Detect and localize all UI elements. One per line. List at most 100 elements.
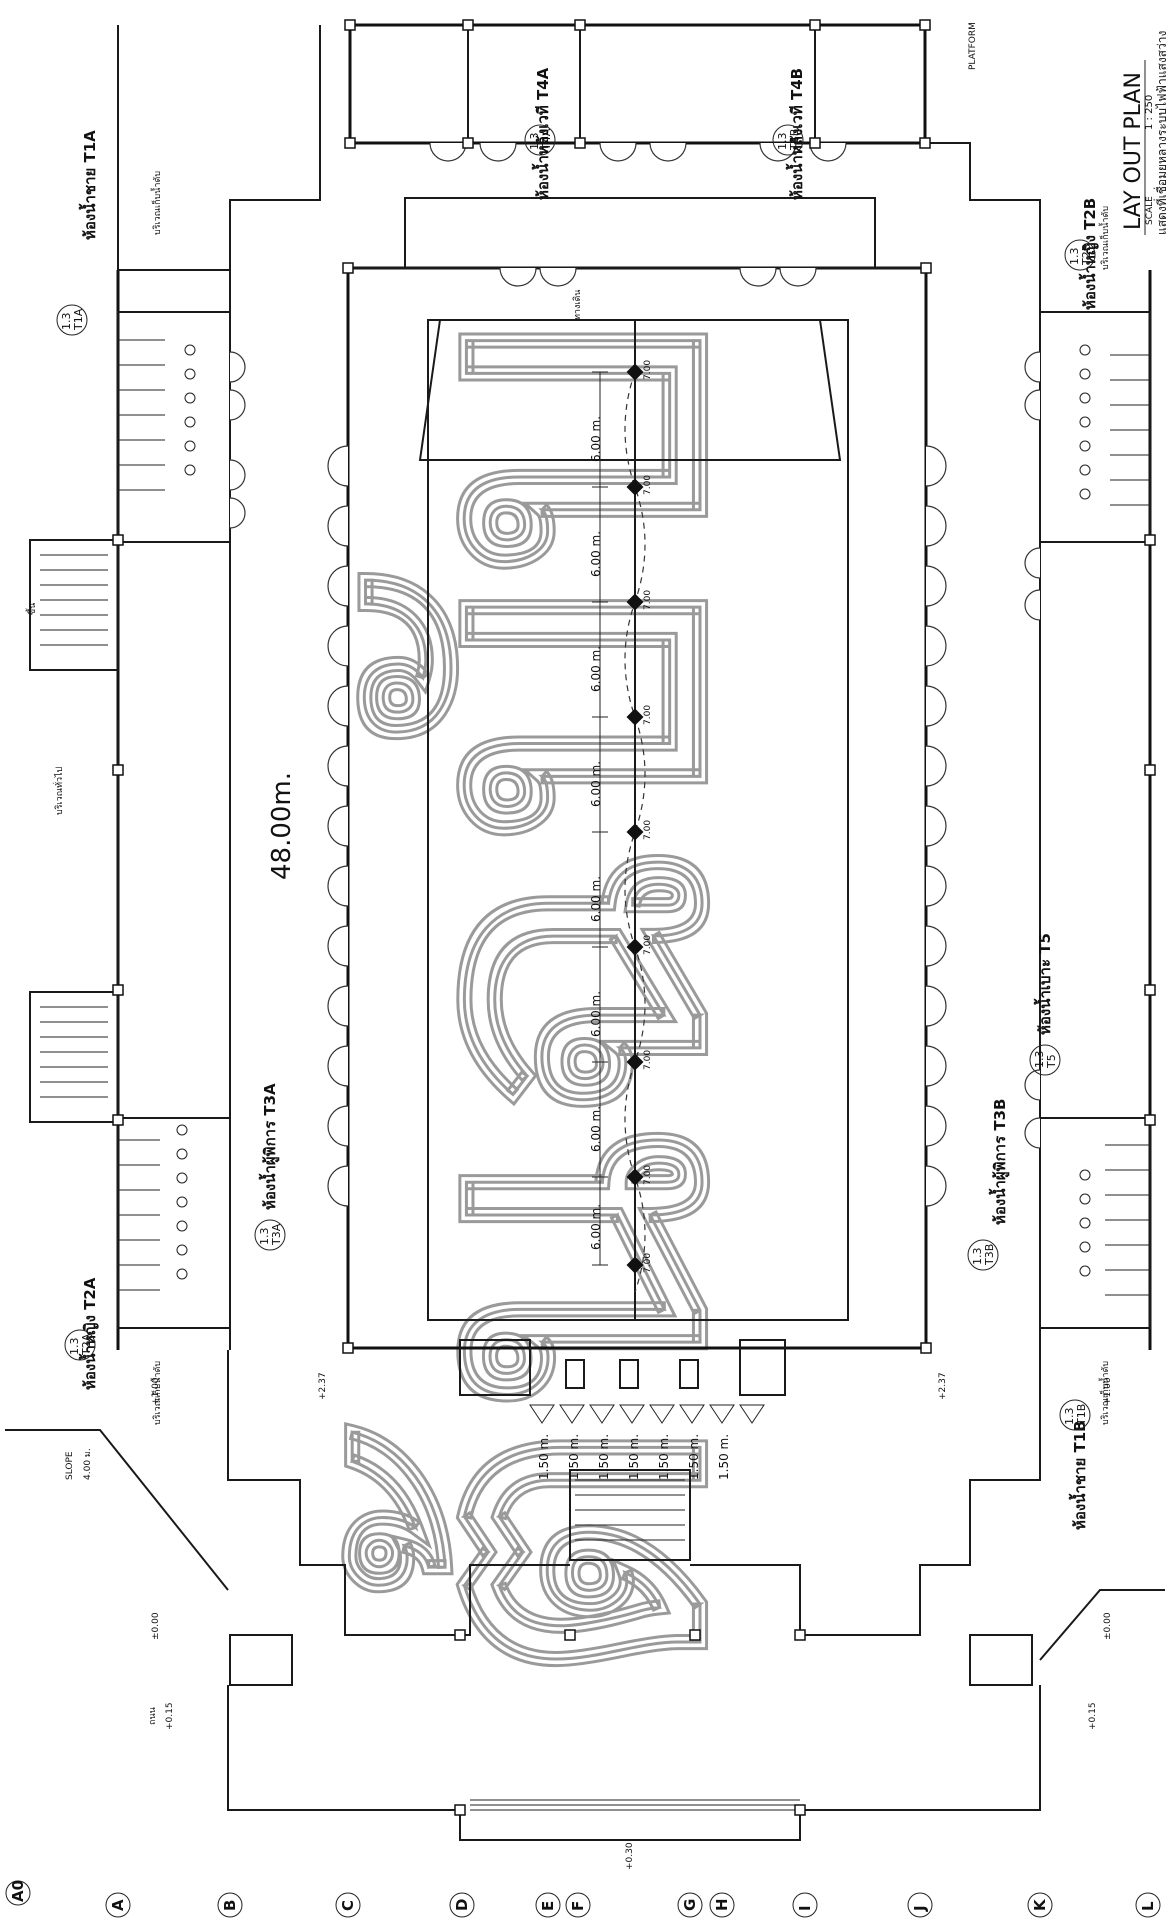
svg-text:J: J [911, 1905, 929, 1912]
dimension-ticks [592, 371, 608, 1266]
light-fixtures [626, 363, 644, 1274]
svg-text:1.3: 1.3 [528, 133, 541, 151]
svg-text:A: A [109, 1899, 127, 1911]
plan-title: LAY OUT PLAN [1121, 72, 1146, 230]
svg-text:7.00: 7.00 [643, 1253, 653, 1273]
left-stairs [29, 539, 119, 1123]
svg-text:6.00 m.: 6.00 m. [589, 761, 603, 807]
svg-text:L: L [1139, 1901, 1157, 1911]
svg-text:1.3: 1.3 [60, 313, 73, 331]
door-swings [229, 142, 1041, 1207]
stage [418, 319, 842, 461]
svg-text:1.50 m.: 1.50 m. [657, 1434, 671, 1480]
svg-text:ต้นฉบับ: ต้นฉบับ [307, 310, 800, 1689]
svg-text:C: C [339, 1900, 357, 1911]
svg-text:+1.00: +1.00 [1103, 1377, 1113, 1405]
svg-text:T3A: T3A [270, 1223, 283, 1246]
svg-text:บริเวณเก็บน้ำดับ: บริเวณเก็บน้ำดับ [1098, 1361, 1111, 1425]
svg-text:1.50 m.: 1.50 m. [597, 1434, 611, 1480]
column-markers [112, 19, 1156, 1816]
svg-text:T1B: T1B [1075, 1404, 1088, 1426]
svg-text:PLATFORM: PLATFORM [968, 22, 978, 70]
svg-text:+2.37: +2.37 [318, 1372, 328, 1400]
front-stairs [569, 1469, 691, 1561]
svg-text:7.00: 7.00 [643, 590, 653, 610]
bay-dimensions: 6.00 m. 6.00 m. 6.00 m. 6.00 m. 6.00 m. … [589, 416, 603, 1250]
svg-text:บริเวณเก็บน้ำดับ: บริเวณเก็บน้ำดับ [150, 1361, 163, 1425]
svg-text:6.00 m.: 6.00 m. [589, 646, 603, 692]
room-label-t5: ห้องน้ำเบาะ T5 [1033, 933, 1054, 1035]
svg-text:1.3: 1.3 [1068, 248, 1081, 266]
front-spacing-dims: 1.50 m. 1.50 m. 1.50 m. 1.50 m. 1.50 m. … [537, 1434, 731, 1480]
svg-text:1.50 m.: 1.50 m. [537, 1434, 551, 1480]
svg-text:6.00 m.: 6.00 m. [589, 876, 603, 922]
svg-text:I: I [796, 1905, 814, 1911]
front-fixtures [529, 1404, 765, 1424]
svg-text:1.3: 1.3 [776, 133, 789, 151]
circuit-line [624, 371, 646, 1293]
svg-text:6.00 m.: 6.00 m. [589, 1204, 603, 1250]
toilet-t1a [117, 311, 231, 543]
svg-text:6.00 m.: 6.00 m. [589, 1106, 603, 1152]
svg-text:ถนน: ถนน [148, 1707, 158, 1725]
svg-text:+0.30: +0.30 [625, 1842, 635, 1870]
svg-text:1 : 250: 1 : 250 [1144, 95, 1155, 130]
svg-text:G: G [681, 1899, 699, 1911]
top-left-annex [117, 25, 321, 271]
svg-text:บริเวณทั่วไป: บริเวณทั่วไป [52, 766, 65, 815]
front-left-wing [227, 1350, 570, 1636]
svg-text:4.00 ม.: 4.00 ม. [83, 1448, 93, 1480]
svg-text:K: K [1031, 1898, 1049, 1911]
overall-length-dim: 48.00m. [267, 772, 297, 880]
toilet-stalls [118, 339, 1150, 1296]
site-slope-left [5, 1429, 229, 1591]
svg-text:T1A: T1A [72, 308, 85, 331]
svg-text:1.50 m.: 1.50 m. [567, 1434, 581, 1480]
svg-text:6.00 m.: 6.00 m. [589, 531, 603, 577]
svg-text:7.00: 7.00 [643, 475, 653, 495]
room-label-t2a: ห้องน้ำหญิง T2A [78, 1277, 99, 1390]
svg-text:บริเวณเก็บน้ำดับ: บริเวณเก็บน้ำดับ [150, 171, 163, 235]
svg-text:SLOPE: SLOPE [65, 1451, 75, 1480]
title-block: LAY OUT PLAN SCALE 1 : 250 แสดงที่เชื่อม… [1121, 31, 1168, 235]
svg-text:A0: A0 [9, 1880, 27, 1902]
svg-text:T4A: T4A [540, 128, 553, 151]
room-label-t4b: ห้องน้ำหลังเวที T4B [785, 68, 806, 200]
svg-text:±0.00: ±0.00 [151, 1612, 161, 1640]
misc-labels: PLATFORM SLOPE 4.00 ม. +1.00 +1.00 +2.37… [25, 22, 1113, 1870]
toilet-fixtures [176, 344, 1091, 1280]
fixture-heights: 7.00 7.00 7.00 7.00 7.00 7.00 7.00 7.00 … [643, 360, 653, 1273]
svg-text:H: H [713, 1898, 731, 1911]
svg-text:1.50 m.: 1.50 m. [627, 1434, 641, 1480]
grid-axes: A0 A B C D E F G H I J K L [5, 1880, 1161, 1918]
svg-text:6.00 m.: 6.00 m. [589, 991, 603, 1037]
svg-text:+0.15: +0.15 [1088, 1702, 1098, 1730]
svg-text:T5: T5 [1045, 1054, 1058, 1069]
svg-text:D: D [453, 1899, 471, 1911]
svg-text:1.3: 1.3 [971, 1248, 984, 1266]
room-label-t2b: ห้องน้ำหญิง T2B [1078, 198, 1099, 310]
svg-text:1.3: 1.3 [258, 1228, 271, 1246]
backstage-block [348, 23, 927, 145]
svg-text:1.3: 1.3 [1063, 1408, 1076, 1426]
room-label-t1b: ห้องน้ำชาย T1B [1068, 1420, 1089, 1530]
toilet-t2b [1039, 311, 1151, 543]
svg-text:T4B: T4B [788, 129, 801, 151]
svg-text:T3B: T3B [983, 1244, 996, 1266]
svg-text:7.00: 7.00 [643, 1050, 653, 1070]
svg-text:7.00: 7.00 [643, 1165, 653, 1185]
svg-text:F: F [569, 1901, 587, 1911]
svg-text:ขึ้น: ขึ้น [25, 603, 38, 615]
svg-text:T2B: T2B [1080, 244, 1093, 266]
svg-text:7.00: 7.00 [643, 705, 653, 725]
plan-subtitle: แสดงที่เชื่อมยหลางระบบไฟฟ้าแสงสว่าง [1153, 31, 1168, 235]
svg-text:B: B [221, 1900, 239, 1911]
svg-text:บริเวณเก็บน้ำดับ: บริเวณเก็บน้ำดับ [1098, 206, 1111, 270]
svg-text:+0.15: +0.15 [165, 1702, 175, 1730]
svg-text:7.00: 7.00 [643, 820, 653, 840]
svg-text:6.00 m.: 6.00 m. [589, 416, 603, 462]
svg-text:1.50 m.: 1.50 m. [717, 1434, 731, 1480]
svg-text:1.50 m.: 1.50 m. [687, 1434, 701, 1480]
